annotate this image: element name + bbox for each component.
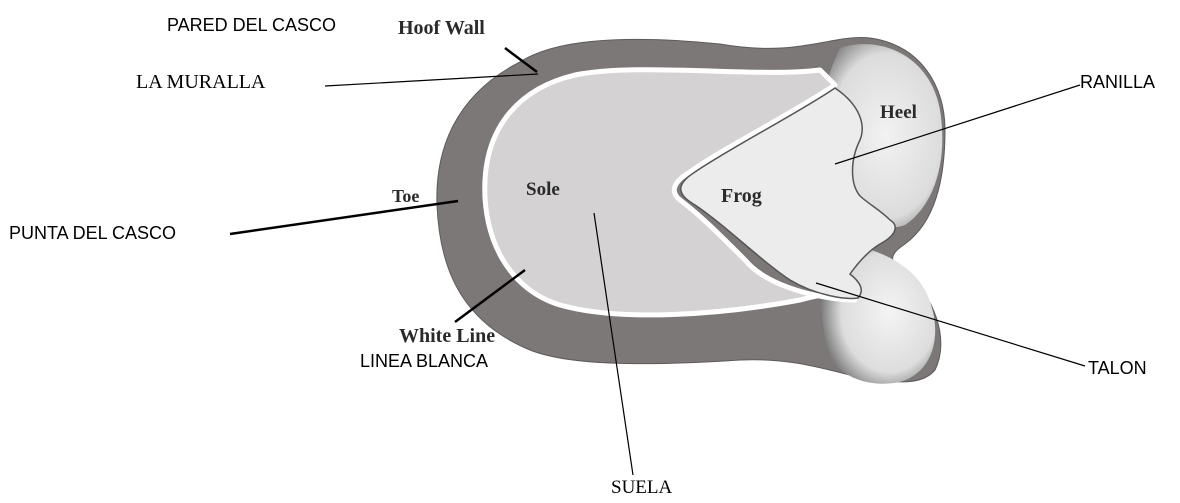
label-suela: SUELA — [611, 478, 672, 497]
label-heel: Heel — [880, 103, 917, 122]
label-talon: TALON — [1088, 359, 1147, 377]
leader-punta-del-casco — [230, 201, 458, 234]
label-la-muralla: LA MURALLA — [136, 72, 265, 92]
label-pared-del-casco: PARED DEL CASCO — [167, 16, 336, 34]
label-frog: Frog — [721, 186, 762, 206]
label-sole: Sole — [526, 180, 560, 199]
label-hoof-wall: Hoof Wall — [398, 18, 485, 38]
label-linea-blanca: LINEA BLANCA — [360, 352, 488, 370]
label-ranilla: RANILLA — [1080, 73, 1155, 91]
label-punta-del-casco: PUNTA DEL CASCO — [9, 224, 176, 242]
label-toe: Toe — [392, 187, 419, 205]
label-white-line: White Line — [399, 326, 495, 346]
